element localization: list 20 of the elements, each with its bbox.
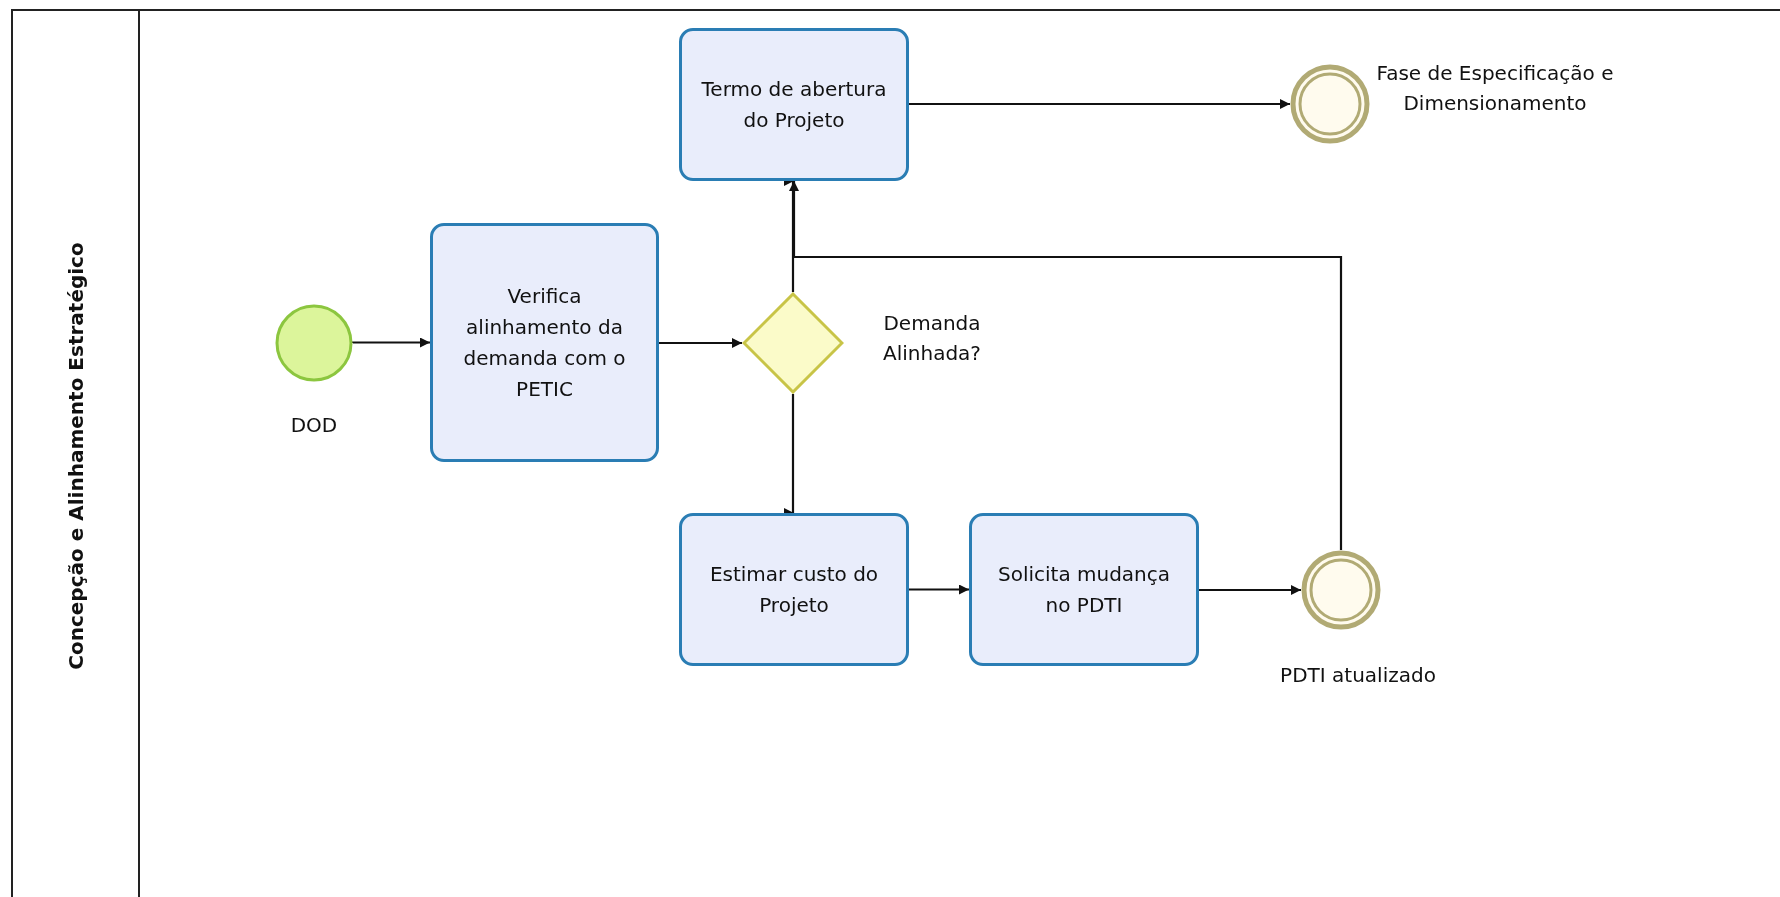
arrow (657, 338, 742, 348)
event-label: PDTI atualizado (1279, 662, 1437, 689)
arrow (907, 99, 1290, 109)
arrow (789, 181, 1343, 550)
event-label: DOD (289, 412, 339, 439)
lane-title: Concepção e Alinhamento Estratégico (63, 242, 88, 670)
event-circle (1290, 64, 1370, 144)
task-box: Verifica alinhamento da demanda com o PETIC (430, 223, 659, 462)
event-circle (1301, 550, 1381, 630)
event-label: Fase de Especificação e Dimensionamento (1375, 60, 1615, 117)
pool-lane (11, 9, 1780, 897)
task-box: Solicita mudança no PDTI (969, 513, 1199, 666)
event-circle (275, 304, 353, 382)
event-label: Demanda Alinhada? (882, 310, 982, 367)
arrow (909, 584, 969, 595)
task-box: Termo de abertura do Projeto (679, 28, 909, 181)
gateway-diamond (742, 292, 844, 394)
arrow (1197, 585, 1301, 595)
task-box: Estimar custo do Projeto (679, 513, 909, 666)
arrow (351, 337, 430, 348)
